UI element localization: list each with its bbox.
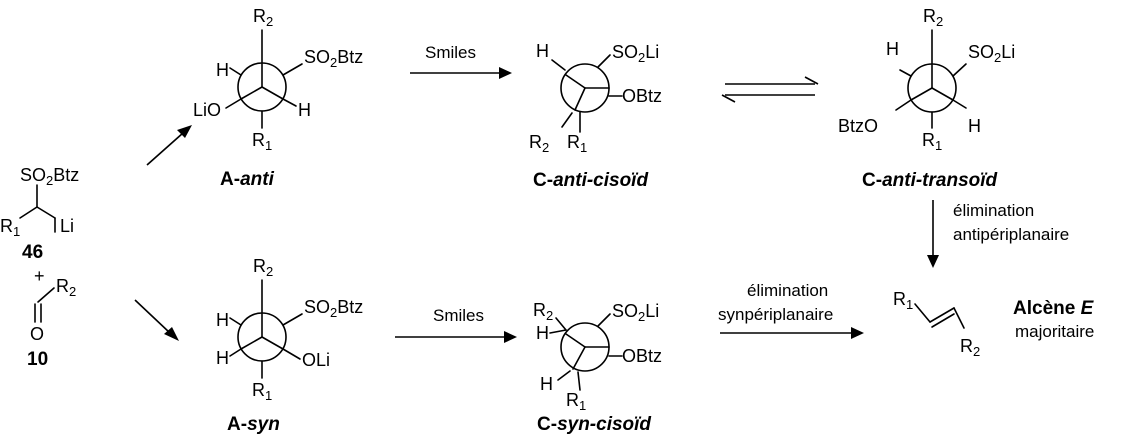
a-anti-lio: LiO: [193, 100, 221, 120]
newman-c-syn-cisoid: R2 H SO2Li OBtz H R1 C-syn-cisoïd: [533, 300, 662, 435]
arrowhead: [164, 327, 179, 341]
c-syn-cisoid-r1: R1: [566, 390, 586, 413]
a-syn-r1: R1: [252, 380, 272, 403]
c-anti-cisoid-r2: R2: [529, 132, 549, 155]
newman-a-anti: R2 SO2Btz H LiO H R1 A-anti: [193, 6, 363, 190]
sulfone-r1-label: R1: [0, 216, 20, 239]
elim-anti-line2: antipériplanaire: [953, 225, 1069, 244]
arrow-to-a-syn: [134, 299, 171, 334]
arrowhead: [177, 125, 192, 138]
c-syn-cisoid-h-bottom: H: [540, 374, 553, 394]
newman-c-anti-transoid: R2 H SO2Li BtzO H R1 C-anti-transoïd: [838, 6, 1015, 191]
aldehyde-r2-label: R2: [56, 276, 76, 299]
c-anti-transoid-btzo: BtzO: [838, 116, 878, 136]
c-anti-transoid-r2: R2: [923, 6, 943, 29]
elim-syn-line1: élimination: [747, 281, 828, 300]
caption-a-anti: A-anti: [220, 169, 275, 190]
caption-c-anti-cisoid: C-anti-cisoïd: [533, 170, 648, 191]
c-anti-transoid-so2li: SO2Li: [968, 42, 1015, 65]
a-anti-h-bottom: H: [298, 100, 311, 120]
a-anti-h-top: H: [216, 60, 229, 80]
compound-number-46: 46: [22, 242, 43, 263]
a-anti-r2: R2: [253, 6, 273, 29]
arrowhead: [499, 67, 512, 79]
elim-syn-line2: synpériplanaire: [718, 305, 833, 324]
a-syn-so2btz: SO2Btz: [304, 297, 363, 320]
product-alkene-e: R1 R2 Alcène E majoritaire: [893, 289, 1095, 359]
smiles-label-top: Smiles: [425, 43, 476, 62]
aldehyde-10: R2 O 10: [27, 276, 76, 370]
sulfone-li-label: Li: [60, 216, 74, 236]
c-syn-cisoid-obtz: OBtz: [622, 346, 662, 366]
arrowhead: [927, 255, 939, 268]
c-anti-transoid-h-top: H: [886, 39, 899, 59]
c-anti-transoid-r1: R1: [922, 130, 942, 153]
a-syn-oli: OLi: [302, 350, 330, 370]
a-syn-h-top: H: [216, 310, 229, 330]
bond: [929, 307, 955, 323]
c-anti-transoid-h-bottom: H: [968, 116, 981, 136]
c-syn-cisoid-so2li: SO2Li: [612, 301, 659, 324]
c-anti-cisoid-so2li: SO2Li: [612, 42, 659, 65]
arrow-to-a-anti: [146, 132, 184, 166]
product-r2: R2: [960, 336, 980, 359]
arrowhead: [504, 331, 517, 343]
newman-a-syn: R2 SO2Btz H H OLi R1 A-syn: [216, 256, 363, 435]
product-name: Alcène E: [1013, 298, 1095, 319]
plus-sign: +: [34, 266, 45, 286]
arrowhead: [851, 327, 864, 339]
a-anti-r1: R1: [252, 130, 272, 153]
c-anti-cisoid-obtz: OBtz: [622, 86, 662, 106]
aldehyde-o-label: O: [30, 324, 44, 344]
arrowhead: [804, 76, 819, 85]
arrowhead: [721, 94, 736, 103]
bond: [953, 307, 965, 329]
bond: [931, 313, 955, 328]
elim-anti-line1: élimination: [953, 201, 1034, 220]
compound-number-10: 10: [27, 349, 48, 370]
a-syn-h-bottom: H: [216, 348, 229, 368]
product-majority: majoritaire: [1015, 322, 1094, 341]
a-anti-so2btz: SO2Btz: [304, 47, 363, 70]
caption-a-syn: A-syn: [227, 414, 280, 435]
c-anti-cisoid-h: H: [536, 41, 549, 61]
caption-c-anti-transoid: C-anti-transoïd: [862, 170, 998, 191]
bond: [914, 303, 931, 323]
a-syn-r2: R2: [253, 256, 273, 279]
bond: [19, 206, 38, 219]
sulfone-so2btz-label: SO2Btz: [20, 165, 79, 188]
c-syn-cisoid-r2: R2: [533, 300, 553, 323]
c-anti-cisoid-r1: R1: [567, 132, 587, 155]
sulfone-46: SO2Btz R1 Li 46: [0, 165, 79, 263]
bond: [36, 206, 56, 219]
product-r1: R1: [893, 289, 913, 312]
bond: [37, 287, 55, 303]
newman-c-anti-cisoid: H SO2Li OBtz R2 R1 C-anti-cisoïd: [529, 41, 662, 191]
c-syn-cisoid-h-top: H: [536, 323, 549, 343]
smiles-label-bottom: Smiles: [433, 306, 484, 325]
caption-c-syn-cisoid: C-syn-cisoïd: [537, 414, 651, 435]
